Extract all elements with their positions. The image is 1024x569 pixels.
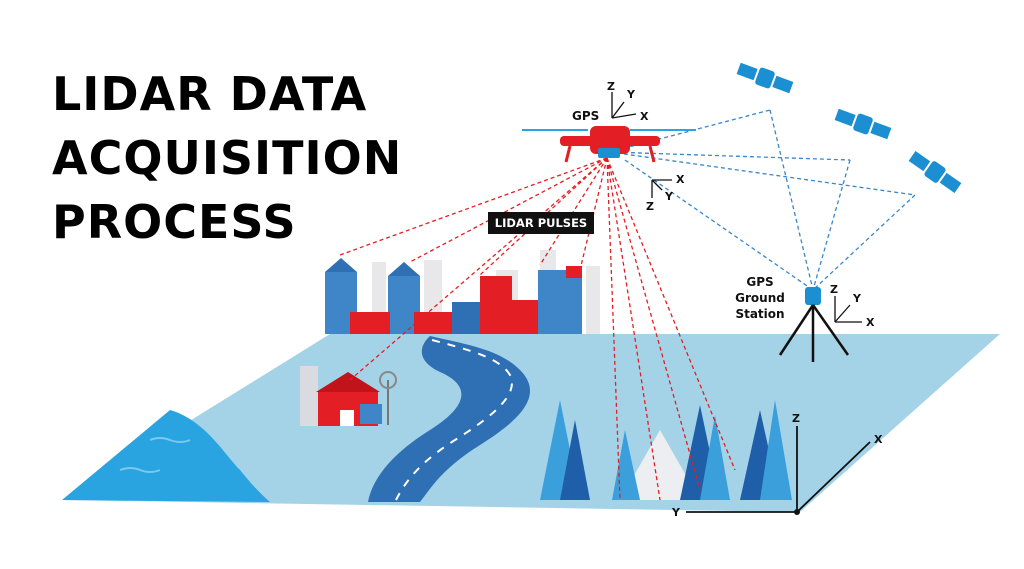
axis-y-label: Y xyxy=(626,88,636,101)
satellite-icon xyxy=(736,62,794,94)
axis-x-label: X xyxy=(676,173,685,186)
axis-z-label: Z xyxy=(607,80,615,93)
axis-z-label: Z xyxy=(792,412,800,425)
title-line-2: ACQUISITION xyxy=(52,131,403,185)
lake xyxy=(62,410,270,502)
drone-icon xyxy=(522,126,696,163)
forest xyxy=(540,400,792,500)
axis-z-label: Z xyxy=(646,200,654,213)
axes-drone-local xyxy=(651,179,672,198)
lidar-pulses-label: LIDAR PULSES xyxy=(488,212,594,234)
axis-x-label: X xyxy=(640,110,649,123)
road xyxy=(368,336,531,502)
axis-y-label: Y xyxy=(852,292,862,305)
page-title: LIDAR DATA ACQUISITION PROCESS xyxy=(52,62,402,254)
axis-z-label: Z xyxy=(830,283,838,296)
title-line-1: LIDAR DATA xyxy=(52,67,368,121)
lake-ripple xyxy=(149,437,191,443)
road-centerline xyxy=(395,339,513,501)
gps-label: GPS xyxy=(572,109,599,123)
satellite-icon xyxy=(834,108,892,140)
title-line-3: PROCESS xyxy=(52,195,297,249)
windmill-icon xyxy=(379,371,397,425)
axes-origin xyxy=(794,509,800,515)
axes-ground-station xyxy=(834,296,862,323)
ground-station-label-line-3: Station xyxy=(735,307,785,321)
axes-ground-corner xyxy=(686,426,871,513)
gps-signal-lines xyxy=(609,109,916,291)
tripod-antenna-icon xyxy=(778,287,850,362)
axis-x-label: X xyxy=(866,316,875,329)
ground-station-label-line-2: Ground xyxy=(735,291,785,305)
axis-y-label: Y xyxy=(671,506,681,519)
axis-x-label: X xyxy=(874,433,883,446)
axes-gps xyxy=(611,92,637,119)
farm xyxy=(300,366,382,426)
satellite-icon xyxy=(908,151,962,193)
lake-ripple xyxy=(119,467,161,473)
city xyxy=(325,250,600,334)
ground-station-label-line-1: GPS xyxy=(746,275,774,289)
ground-station-label: GPS Ground Station xyxy=(728,274,792,322)
axis-y-label: Y xyxy=(664,190,674,203)
